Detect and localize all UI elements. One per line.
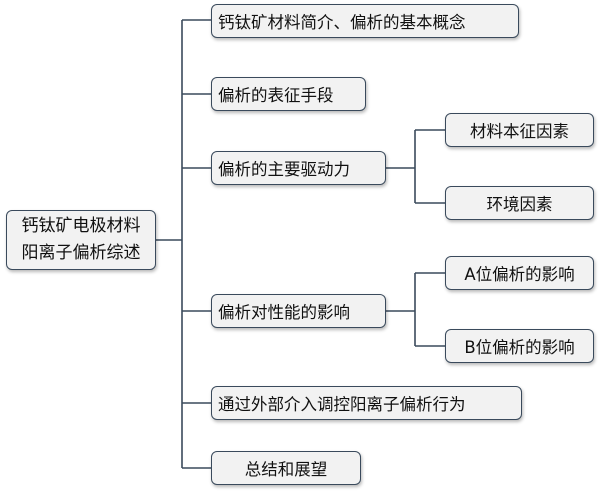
branch-label: 偏析对性能的影响 — [218, 303, 350, 322]
root-node: 钙钛矿电极材料 阳离子偏析综述 — [6, 210, 156, 270]
sub-node-label: 材料本征因素 — [470, 122, 569, 141]
root-title-line1: 钙钛矿电极材料 — [21, 216, 141, 236]
branch-node-intro: 钙钛矿材料简介、偏析的基本概念 — [211, 4, 519, 38]
branch-node-driving-force: 偏析的主要驱动力 — [211, 151, 386, 185]
branch-label: 偏析的表征手段 — [218, 86, 334, 105]
root-title-line2: 阳离子偏析综述 — [21, 243, 141, 263]
branch-label: 总结和展望 — [244, 460, 328, 479]
branch-node-performance-impact: 偏析对性能的影响 — [211, 294, 386, 328]
sub-node-label: 环境因素 — [486, 195, 553, 214]
branch-label: 通过外部介入调控阳离子偏析行为 — [218, 395, 466, 414]
sub-node-label: B位偏析的影响 — [464, 338, 575, 357]
branch-label: 偏析的主要驱动力 — [218, 160, 350, 179]
branch-node-summary: 总结和展望 — [211, 451, 361, 485]
branch-label: 钙钛矿材料简介、偏析的基本概念 — [218, 13, 466, 32]
branch-node-characterization: 偏析的表征手段 — [211, 77, 366, 111]
sub-node-a-site-impact: A位偏析的影响 — [445, 256, 594, 290]
sub-node-b-site-impact: B位偏析的影响 — [445, 329, 594, 363]
branch-node-external-regulation: 通过外部介入调控阳离子偏析行为 — [211, 386, 522, 420]
sub-node-intrinsic-factors: 材料本征因素 — [445, 113, 594, 147]
sub-node-label: A位偏析的影响 — [464, 265, 575, 284]
sub-node-environmental-factors: 环境因素 — [445, 186, 594, 220]
